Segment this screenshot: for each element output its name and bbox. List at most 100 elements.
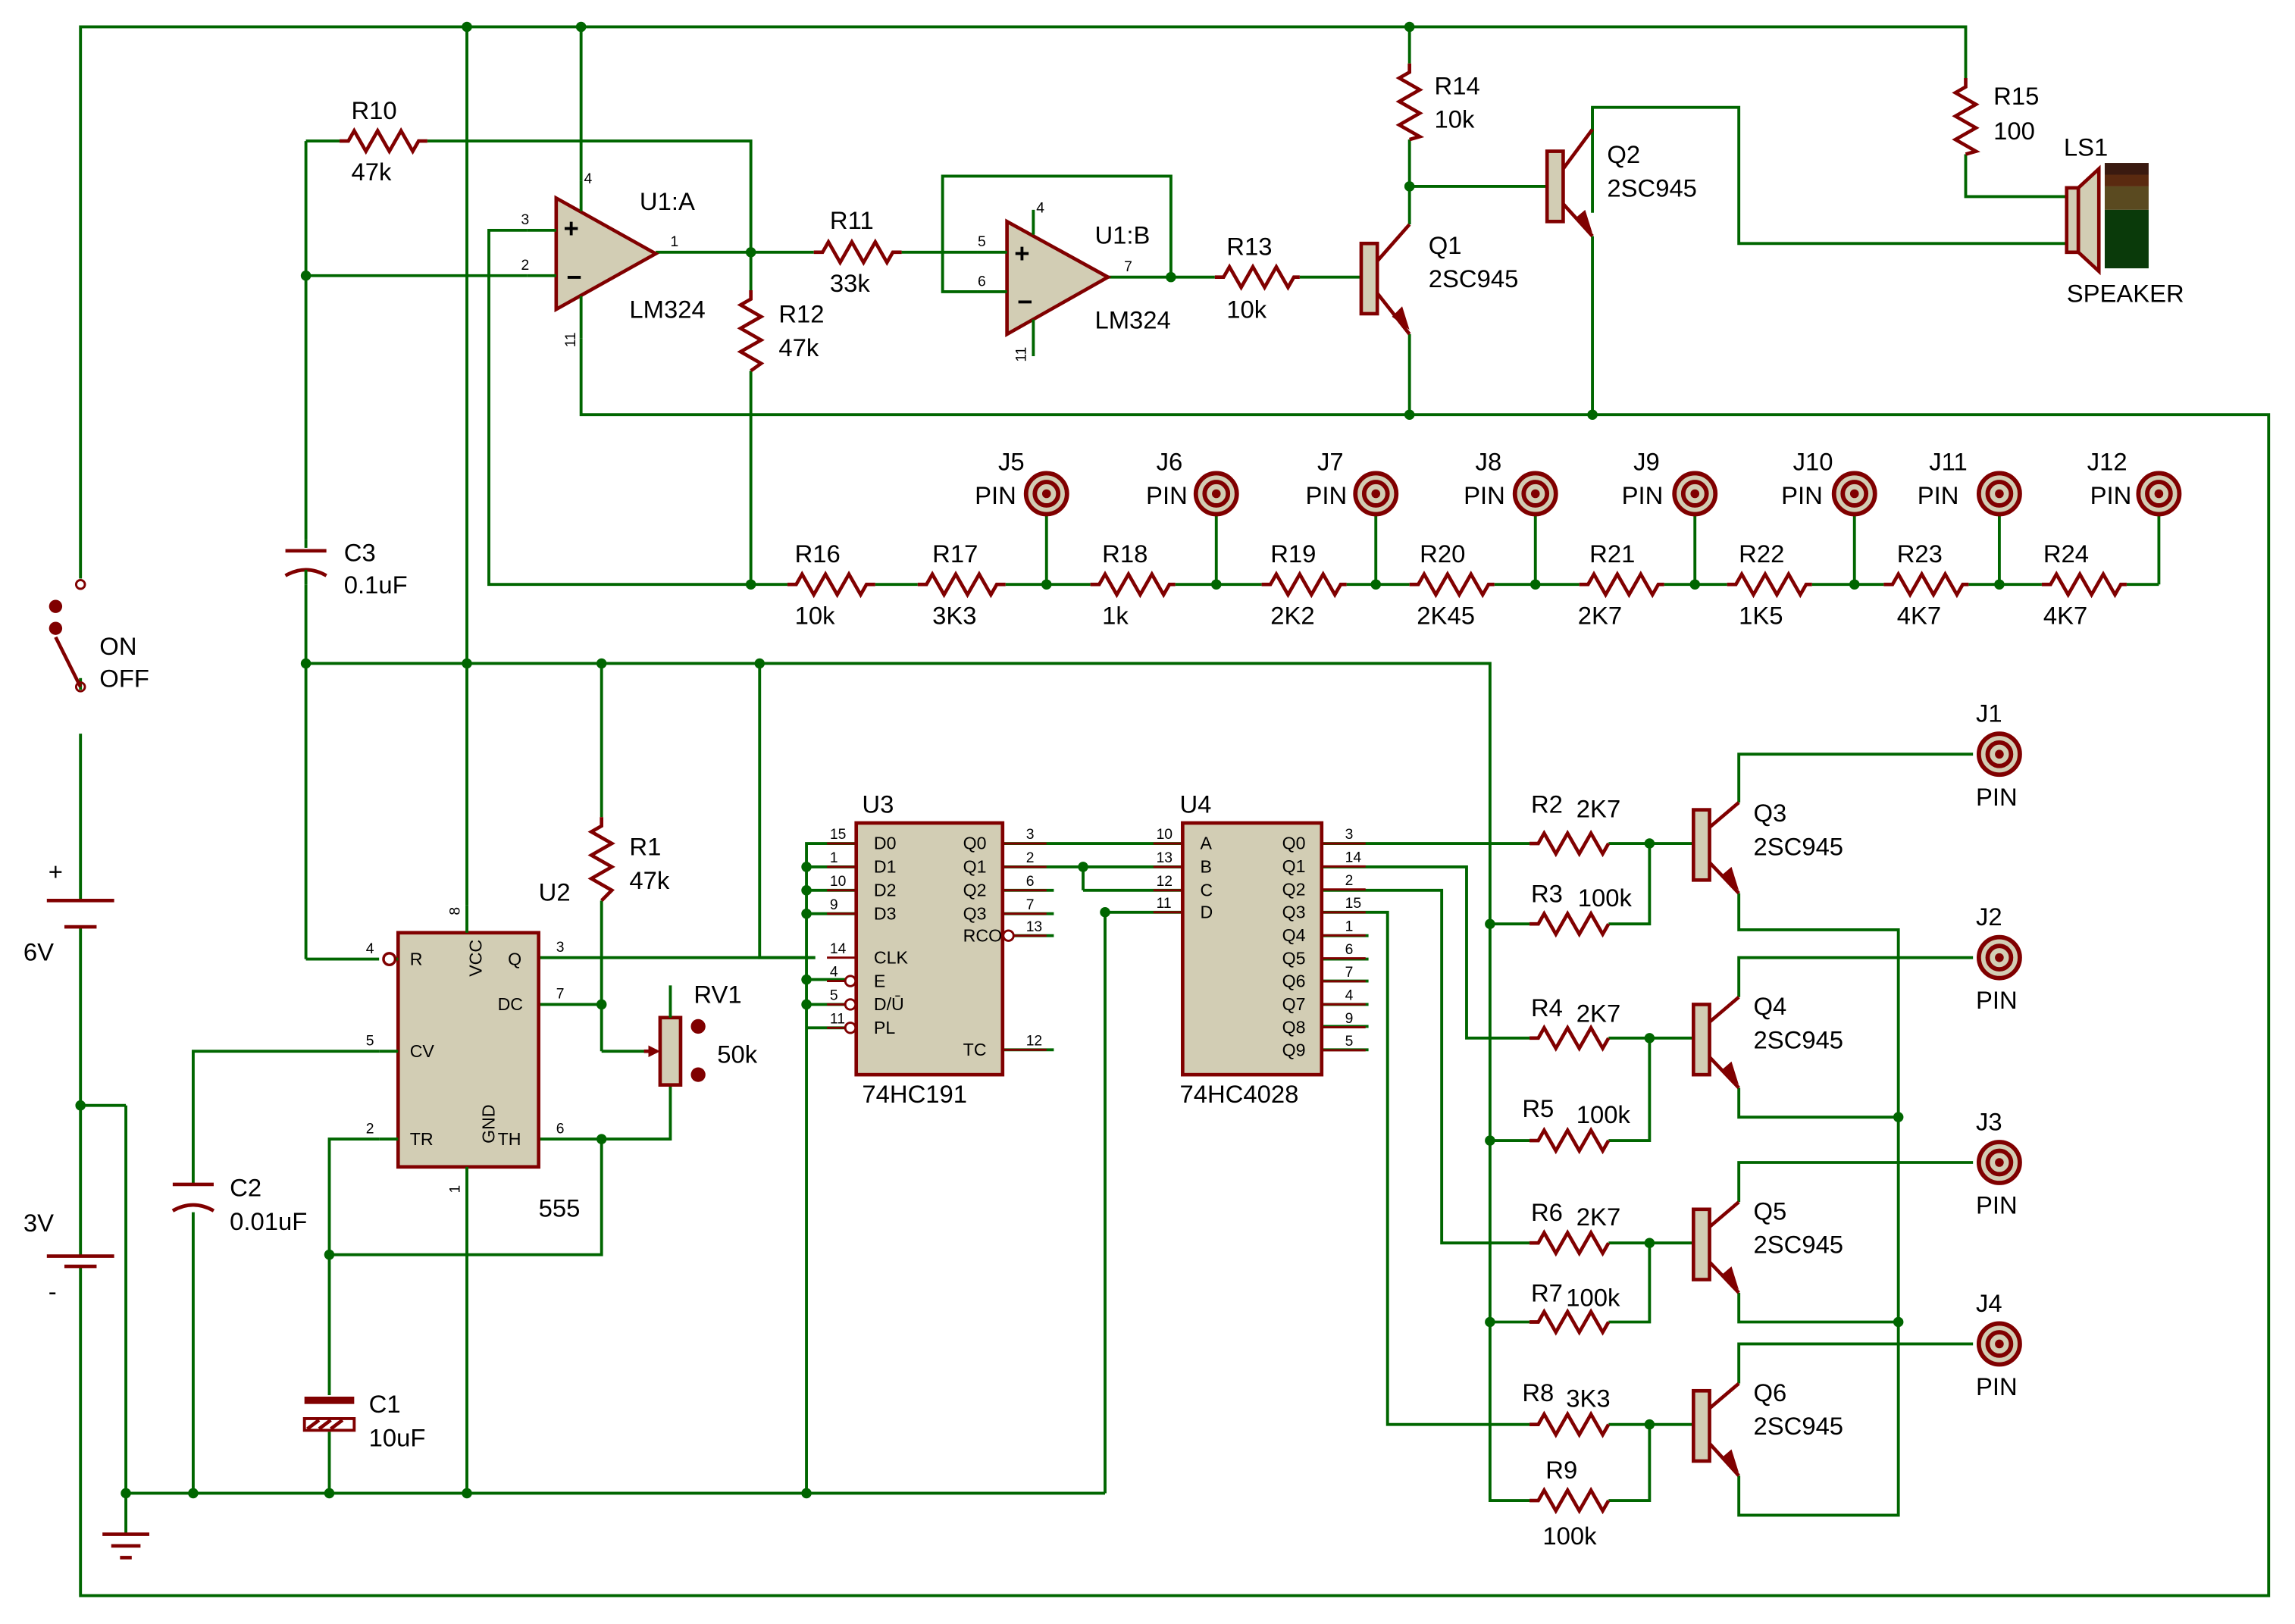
svg-text:+: +: [563, 215, 578, 244]
svg-text:2K7: 2K7: [1578, 601, 1622, 629]
svg-text:R1: R1: [629, 832, 661, 860]
svg-text:2K7: 2K7: [1576, 794, 1620, 822]
svg-text:7: 7: [1345, 965, 1354, 981]
svg-text:Q: Q: [508, 949, 521, 968]
svg-text:11: 11: [1157, 896, 1172, 912]
connector-j10-type: PIN: [1781, 481, 1823, 509]
svg-text:Q5: Q5: [1753, 1197, 1786, 1225]
power-switch[interactable]: ON OFF: [49, 578, 149, 693]
svg-text:3: 3: [521, 212, 529, 228]
connector-j12-type: PIN: [2090, 481, 2132, 509]
svg-text:E: E: [874, 971, 885, 990]
svg-text:4: 4: [584, 171, 593, 187]
connector-j4-type: PIN: [1976, 1372, 2018, 1400]
r13-value: 10k: [1226, 296, 1266, 324]
svg-text:R2: R2: [1531, 790, 1563, 818]
svg-text:13: 13: [1026, 919, 1042, 935]
svg-text:C1: C1: [369, 1390, 401, 1418]
svg-text:12: 12: [1157, 874, 1173, 890]
connector-row-top: J5PINJ6PINJ7PINJ8PINJ9PINJ10PINJ11PINJ12…: [975, 448, 2182, 517]
connector-j6-ref: J6: [1157, 448, 1183, 476]
svg-text:100k: 100k: [1566, 1283, 1620, 1311]
svg-text:47k: 47k: [629, 866, 669, 894]
svg-text:LM324: LM324: [1094, 305, 1170, 333]
svg-text:Q5: Q5: [1282, 948, 1306, 968]
u4-pin-q5: 6Q5: [1282, 942, 1366, 968]
svg-text:100k: 100k: [1578, 884, 1633, 912]
battery-plus-label: +: [49, 857, 63, 885]
svg-text:Q6: Q6: [1753, 1378, 1786, 1407]
connector-j8-type: PIN: [1464, 481, 1505, 509]
svg-text:−: −: [1017, 288, 1032, 317]
svg-text:R5: R5: [1522, 1094, 1554, 1122]
svg-text:Q3: Q3: [1282, 903, 1306, 922]
svg-text:74HC191: 74HC191: [862, 1080, 967, 1108]
svg-text:R3: R3: [1531, 879, 1563, 907]
svg-text:6: 6: [1026, 874, 1035, 890]
svg-text:3: 3: [1026, 827, 1035, 843]
svg-text:TR: TR: [410, 1129, 434, 1149]
svg-text:D0: D0: [874, 834, 897, 853]
svg-text:R16: R16: [795, 540, 841, 568]
svg-text:Q7: Q7: [1282, 994, 1306, 1014]
svg-text:SPEAKER: SPEAKER: [2067, 280, 2184, 308]
svg-text:Q1: Q1: [1429, 231, 1462, 259]
speaker-ls1: LS1 SPEAKER: [2064, 133, 2184, 307]
connector-j12-ref: J12: [2087, 448, 2127, 476]
resistor-r10: R10 47k: [340, 96, 427, 186]
connector-j11-type: PIN: [1918, 481, 1959, 509]
r11-value: 33k: [830, 269, 870, 297]
wires: [79, 25, 2271, 1597]
svg-text:10k: 10k: [1434, 105, 1474, 133]
svg-text:D: D: [1201, 903, 1213, 922]
svg-text:11: 11: [563, 332, 579, 347]
svg-text:Q3: Q3: [963, 903, 987, 923]
svg-text:100k: 100k: [1542, 1522, 1597, 1550]
connector-j9-ref: J9: [1633, 448, 1660, 476]
svg-text:C2: C2: [230, 1173, 261, 1201]
resistor-r9: R9 100k: [1529, 1456, 1611, 1550]
connector-j3-type: PIN: [1976, 1191, 2018, 1219]
capacitor-c3: C30.1uF: [284, 538, 408, 599]
svg-text:4: 4: [1036, 201, 1044, 217]
connector-j1-ref: J1: [1976, 699, 2002, 728]
resistor-r3: R3 100k: [1529, 879, 1633, 938]
battery-6v-label: 6V: [23, 938, 54, 966]
svg-text:Q1: Q1: [963, 857, 987, 877]
svg-text:6: 6: [556, 1121, 565, 1137]
svg-text:4K7: 4K7: [1897, 601, 1941, 629]
svg-text:Q4: Q4: [1282, 925, 1306, 945]
svg-text:9: 9: [1345, 1011, 1354, 1027]
svg-text:6: 6: [978, 274, 986, 289]
svg-text:D/Ū: D/Ū: [874, 994, 904, 1014]
resistor-r11: R11 33k: [813, 206, 902, 297]
svg-text:2: 2: [1345, 873, 1354, 889]
r10-value: 47k: [351, 158, 391, 186]
svg-text:Q1: Q1: [1282, 856, 1306, 876]
svg-text:9: 9: [830, 897, 838, 913]
svg-text:R9: R9: [1545, 1456, 1577, 1484]
u4-pin-q2: 2Q2: [1282, 873, 1366, 899]
u4-pin-q8: 9Q8: [1282, 1011, 1366, 1037]
svg-text:2SC945: 2SC945: [1753, 1412, 1843, 1440]
svg-text:R18: R18: [1102, 540, 1148, 568]
opamp-u1b: + − 5 6 7 4 11 U1:B LM324: [978, 201, 1171, 362]
svg-text:R15: R15: [1993, 82, 2039, 110]
svg-text:Q2: Q2: [1607, 140, 1640, 168]
